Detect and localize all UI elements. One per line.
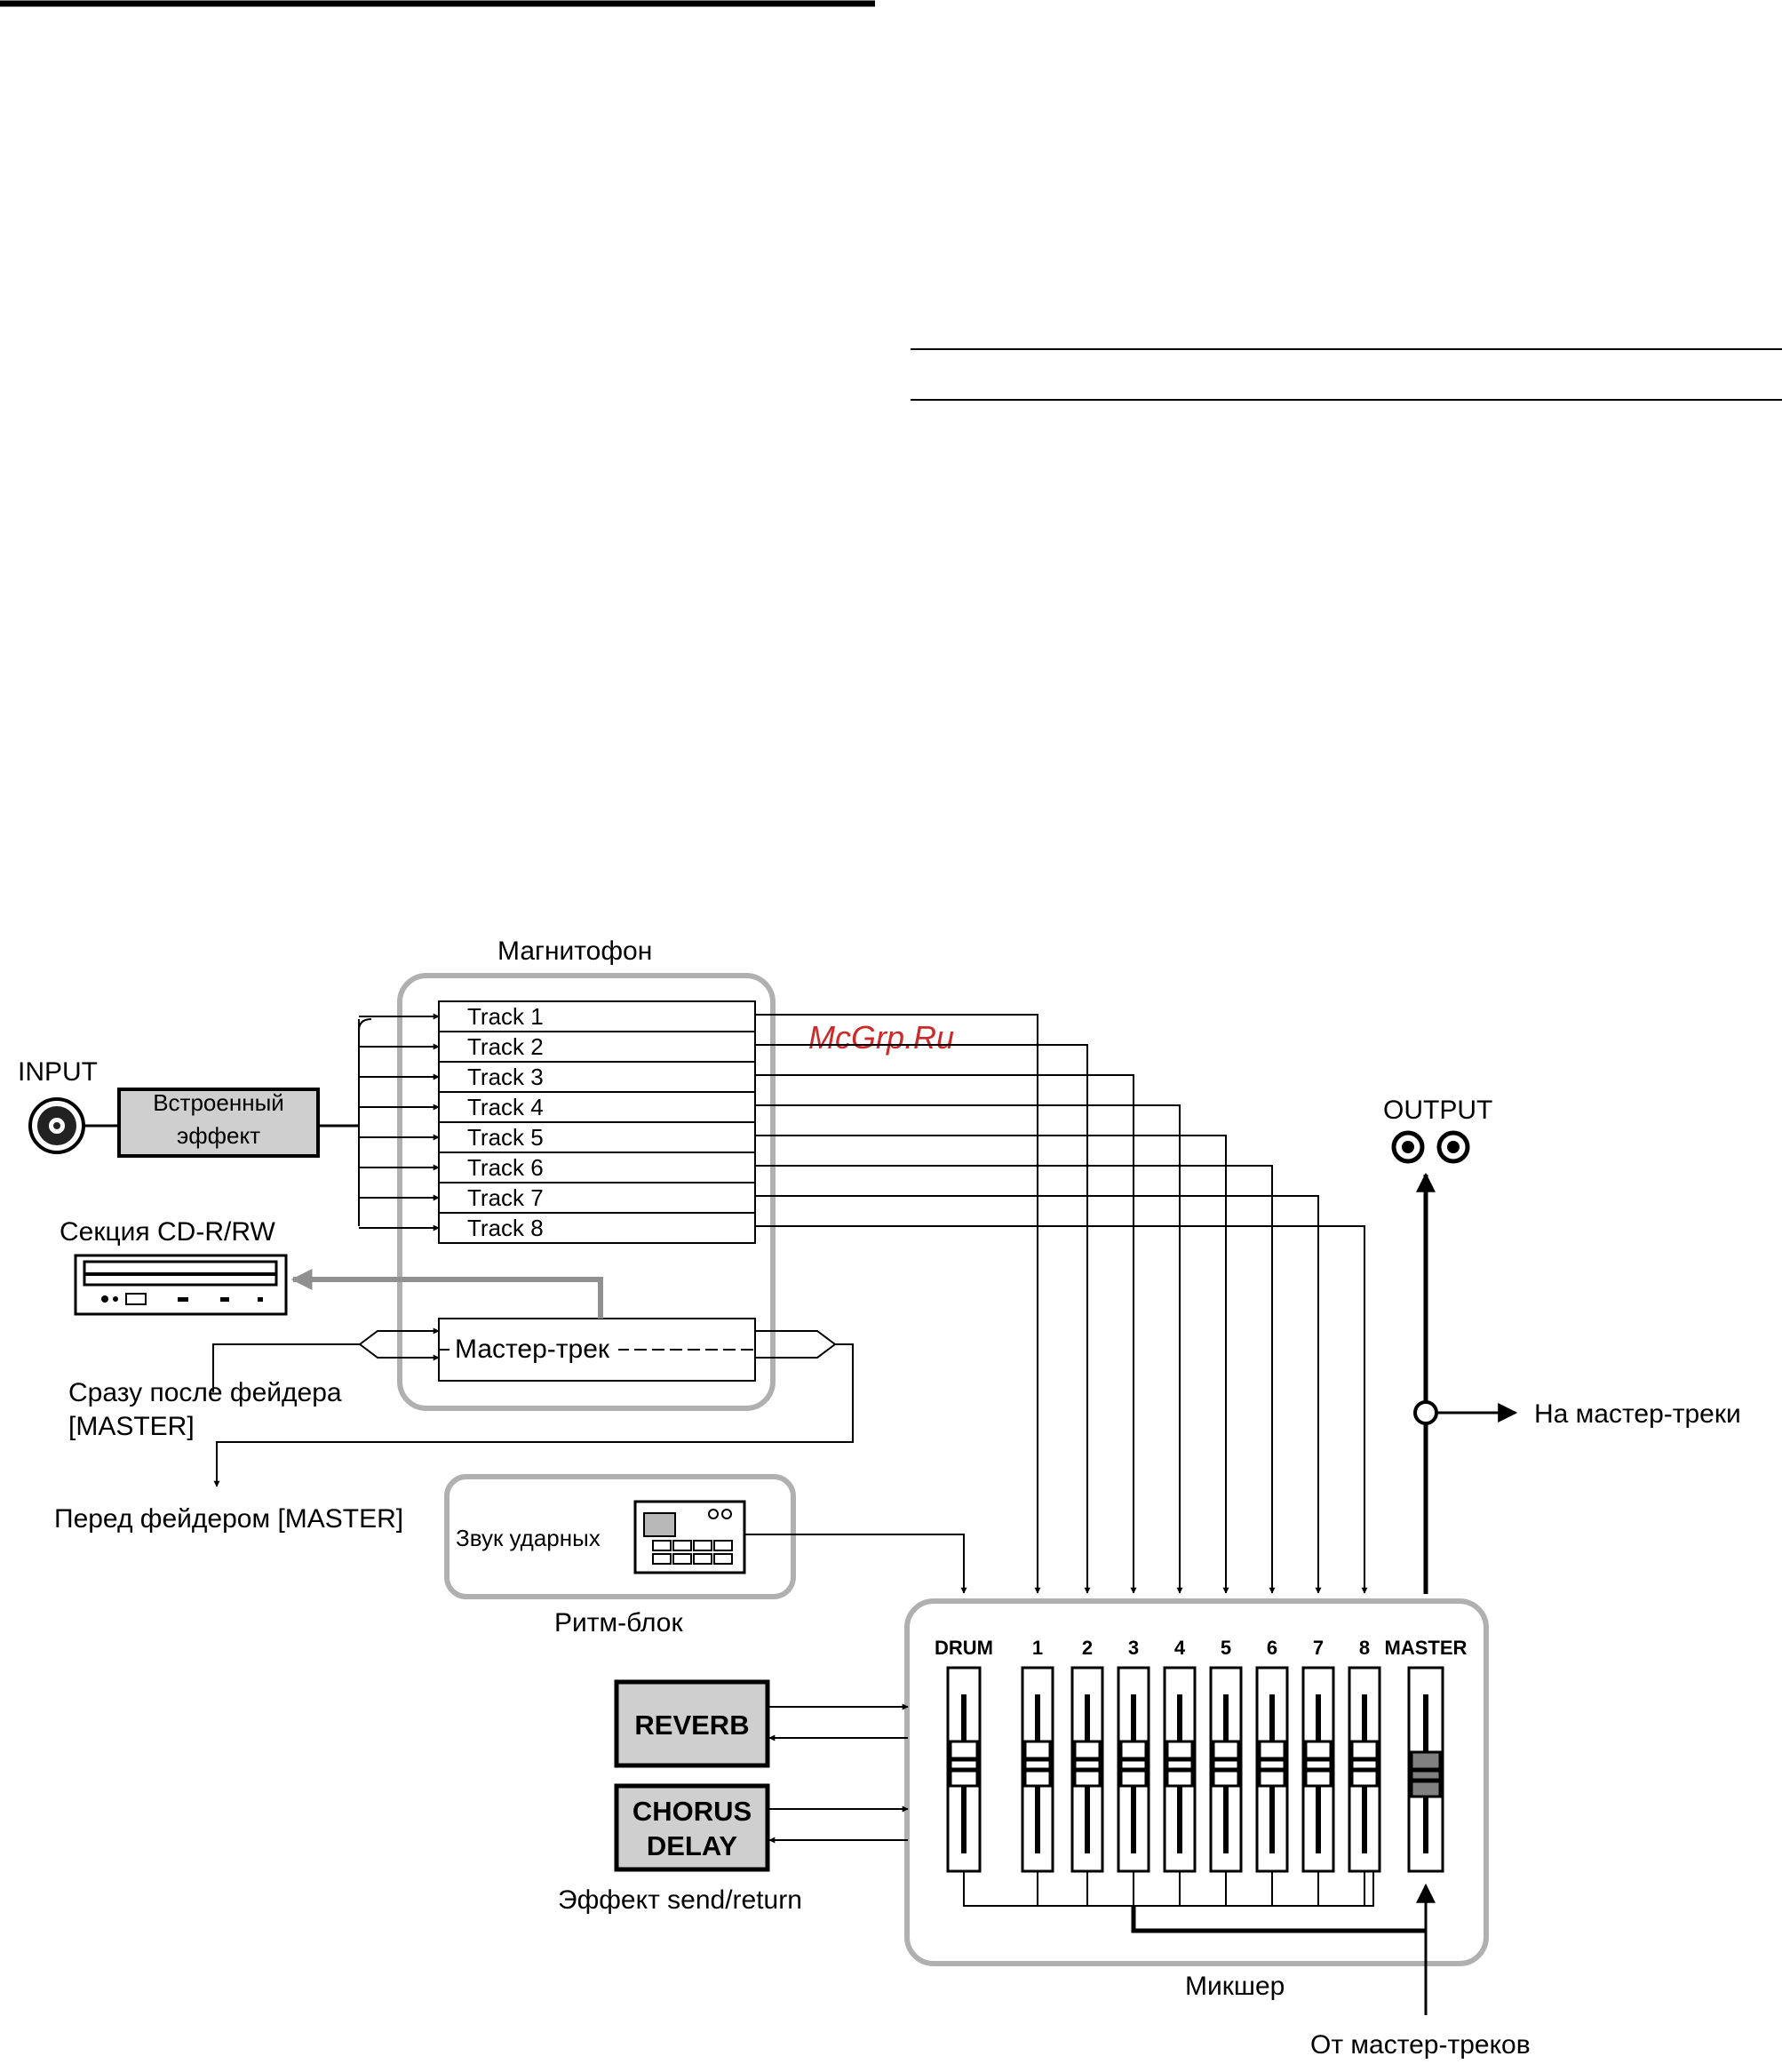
input-bus bbox=[358, 1013, 440, 1231]
chorus-delay-box bbox=[614, 1783, 770, 1872]
watermark: McGrp.Ru bbox=[808, 1019, 954, 1056]
mixer-channels: DRUM 1 2 3 4 5 6 7 8 MASTER bbox=[935, 1637, 1468, 1873]
channel-label-4: 4 bbox=[1174, 1637, 1186, 1659]
channel-label-7: 7 bbox=[1313, 1637, 1324, 1659]
channel-label-8: 8 bbox=[1359, 1637, 1370, 1659]
rhythm-section-label: Ритм-блок bbox=[554, 1608, 683, 1638]
fader-knob-4 bbox=[1165, 1740, 1194, 1788]
channel-label-1: 1 bbox=[1032, 1637, 1043, 1659]
track-label-6: Track 6 bbox=[467, 1154, 544, 1181]
channel-label-master: MASTER bbox=[1385, 1637, 1468, 1659]
channel-label-6: 6 bbox=[1267, 1637, 1277, 1659]
track-label-4: Track 4 bbox=[467, 1094, 544, 1120]
master-to-cd-arrow bbox=[290, 1269, 603, 1319]
fader-knob-3 bbox=[1119, 1740, 1148, 1788]
track-list: Track 1 Track 2 Track 3 Track 4 Track 5 Track… bbox=[438, 1000, 756, 1244]
master-track-label-bg bbox=[449, 1336, 618, 1363]
master-track-label: Мастер-трек bbox=[455, 1335, 610, 1364]
cd-drive-icon bbox=[74, 1254, 288, 1316]
fader-knob-master bbox=[1410, 1750, 1442, 1798]
reverb-box bbox=[614, 1679, 770, 1768]
fader-knob-8 bbox=[1350, 1740, 1379, 1788]
recorder-title: Магнитофон bbox=[497, 936, 652, 966]
fader-knob-7 bbox=[1304, 1740, 1333, 1788]
track-6-route bbox=[755, 1165, 1276, 1594]
pre-fader-label: Перед фейдером [MASTER] bbox=[54, 1504, 403, 1534]
builtin-effect-line2: эффект bbox=[177, 1122, 260, 1149]
summing-bus-thick bbox=[1131, 1906, 1426, 1933]
fader-knob-6 bbox=[1258, 1740, 1286, 1788]
track-label-8: Track 8 bbox=[467, 1215, 544, 1241]
fader-knob-5 bbox=[1212, 1740, 1240, 1788]
pre-fader-merge bbox=[755, 1330, 837, 1359]
track-3-route bbox=[755, 1074, 1137, 1594]
track-label-5: Track 5 bbox=[467, 1124, 544, 1151]
builtin-effect-line1: Встроенный bbox=[153, 1089, 284, 1116]
track-2-route bbox=[755, 1044, 1091, 1594]
track-8-route bbox=[755, 1225, 1368, 1594]
master-track-tap-node bbox=[1413, 1400, 1438, 1425]
fader-knob-drum bbox=[949, 1740, 979, 1788]
track-5-route bbox=[755, 1135, 1229, 1594]
track-box-3 bbox=[438, 1061, 756, 1093]
drum-sound-label: Звук ударных bbox=[456, 1525, 601, 1551]
track-routing bbox=[755, 1014, 1368, 1594]
channel-label-drum: DRUM bbox=[935, 1637, 993, 1659]
track-label-7: Track 7 bbox=[467, 1184, 544, 1211]
track-1-route bbox=[755, 1014, 1041, 1594]
track-7-route bbox=[755, 1195, 1322, 1594]
input-label: INPUT bbox=[18, 1057, 98, 1087]
builtin-effect-box bbox=[117, 1088, 320, 1158]
input-jack-icon bbox=[28, 1097, 85, 1154]
pre-fader-feed-line bbox=[213, 1343, 854, 1487]
mixer-frame bbox=[904, 1598, 1489, 1966]
rhythm-frame bbox=[444, 1474, 796, 1599]
effect-send-return-label: Эффект send/return bbox=[558, 1885, 802, 1915]
output-jack-left-icon bbox=[1391, 1130, 1425, 1164]
channel-label-3: 3 bbox=[1128, 1637, 1139, 1659]
channel-label-2: 2 bbox=[1082, 1637, 1093, 1659]
drum-machine-icon bbox=[633, 1500, 746, 1574]
chorus-label-line2: DELAY bbox=[647, 1830, 738, 1861]
drum-to-mixer-line bbox=[744, 1534, 967, 1594]
from-master-tracks-label: От мастер-треков bbox=[1310, 2030, 1531, 2060]
fader-knob-2 bbox=[1073, 1740, 1102, 1788]
post-fader-feed-line bbox=[212, 1343, 360, 1392]
track-box-1 bbox=[438, 1000, 756, 1032]
track-label-2: Track 2 bbox=[467, 1033, 544, 1060]
mixer-label: Микшер bbox=[1185, 1972, 1285, 2001]
channel-label-5: 5 bbox=[1221, 1637, 1231, 1659]
cd-section-label: Секция CD-R/RW bbox=[60, 1217, 275, 1247]
reverb-label: REVERB bbox=[634, 1709, 749, 1741]
output-label: OUTPUT bbox=[1383, 1096, 1492, 1125]
post-fader-label-line1: Сразу после фейдера bbox=[68, 1378, 342, 1407]
output-jack-right-icon bbox=[1436, 1130, 1470, 1164]
track-label-1: Track 1 bbox=[467, 1003, 544, 1030]
track-4-route bbox=[755, 1104, 1183, 1594]
post-fader-label-line2: [MASTER] bbox=[68, 1412, 195, 1441]
input-bus-top-curve bbox=[358, 1018, 372, 1032]
track-label-3: Track 3 bbox=[467, 1064, 544, 1090]
fader-knob-1 bbox=[1023, 1740, 1052, 1788]
recorder-frame bbox=[397, 973, 776, 1411]
chorus-label-line1: CHORUS bbox=[632, 1796, 752, 1827]
summing-bus-drops bbox=[1037, 1871, 1365, 1906]
to-master-tracks-label: На мастер-треки bbox=[1534, 1399, 1741, 1429]
summing-bus-thin bbox=[963, 1871, 1374, 1907]
